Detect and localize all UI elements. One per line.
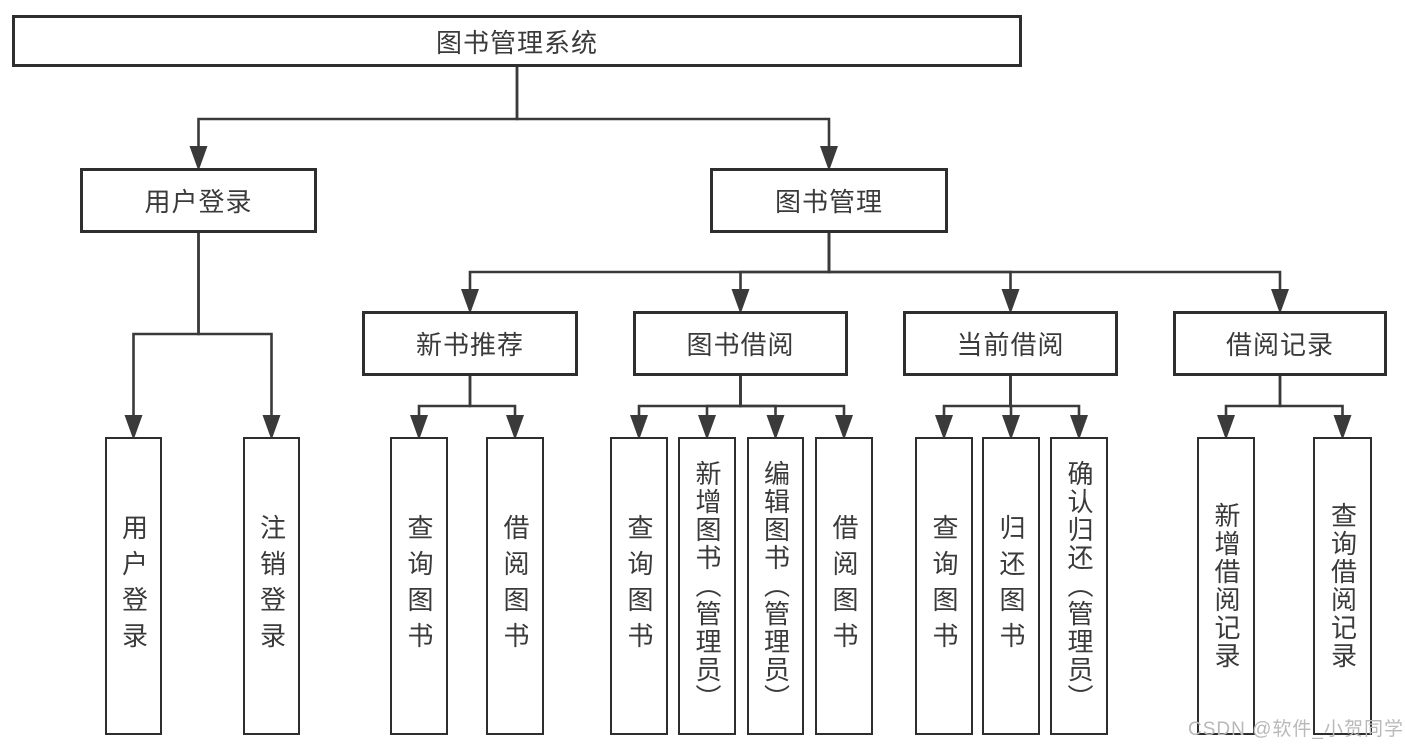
node-leaf-borrow-books-2: 借阅图书: [815, 437, 873, 735]
connector-arrowhead: [262, 415, 281, 440]
connector-arrowhead: [410, 415, 428, 440]
connector-arrowhead: [124, 415, 143, 440]
node-leaf-confirm-return: 确认归还（管理员）: [1050, 437, 1108, 735]
connector-arrowhead: [189, 146, 208, 171]
connector-line: [197, 233, 273, 418]
connector-line: [515, 67, 831, 149]
node-leaf-edit-books-admin: 编辑图书（管理员）: [747, 437, 804, 735]
node-leaf-query-books-1: 查询图书: [390, 437, 448, 735]
connector-line: [1224, 376, 1282, 418]
connector-arrowhead: [1271, 289, 1289, 314]
node-borrowing-records: 借阅记录: [1173, 311, 1387, 376]
node-leaf-return-books: 归还图书: [982, 437, 1040, 735]
connector-arrowhead: [461, 289, 479, 314]
connector-line: [197, 67, 519, 149]
connector-arrowhead: [1002, 415, 1020, 440]
node-book-management: 图书管理: [710, 168, 948, 233]
connector-arrowhead: [766, 415, 785, 440]
connector-line: [827, 233, 1012, 292]
connector-line: [468, 376, 517, 418]
node-user-login: 用户登录: [80, 168, 317, 233]
connector-line: [827, 233, 1282, 292]
connector-line: [705, 376, 742, 418]
node-leaf-add-books-admin: 新增图书（管理员）: [678, 437, 736, 735]
connector-line: [468, 233, 831, 292]
connector-line: [637, 376, 742, 418]
connector-arrowhead: [1217, 415, 1235, 440]
connector-arrowhead: [835, 415, 853, 440]
connector-arrowhead: [820, 146, 838, 171]
connector-arrowhead: [506, 415, 524, 440]
node-root: 图书管理系统: [12, 15, 1022, 67]
connector-arrowhead: [731, 289, 750, 314]
connector-line: [1278, 376, 1344, 418]
connector-arrowhead: [1070, 415, 1088, 440]
connector-line: [1009, 376, 1081, 418]
node-leaf-query-books-3: 查询图书: [915, 437, 973, 735]
connector-line: [132, 233, 200, 418]
node-new-book-recommend: 新书推荐: [362, 311, 578, 376]
node-current-borrowing: 当前借阅: [903, 311, 1118, 376]
connector-arrowhead: [630, 415, 648, 440]
node-leaf-user-login: 用户登录: [105, 437, 162, 735]
node-leaf-borrow-books-1: 借阅图书: [486, 437, 544, 735]
node-leaf-add-borrow-record: 新增借阅记录: [1197, 437, 1255, 735]
connector-line: [739, 376, 777, 418]
connector-arrowhead: [1333, 415, 1352, 440]
connector-arrowhead: [1001, 289, 1020, 314]
node-leaf-query-borrow-record: 查询借阅记录: [1313, 437, 1372, 735]
connector-arrowhead: [935, 415, 953, 440]
connector-line: [942, 376, 1012, 418]
node-leaf-query-books-2: 查询图书: [610, 437, 668, 735]
node-leaf-logout: 注销登录: [243, 437, 300, 735]
connector-line: [739, 376, 846, 418]
connector-line: [417, 376, 472, 418]
connector-line: [739, 233, 831, 292]
node-book-borrowing: 图书借阅: [633, 311, 848, 376]
connector-arrowhead: [698, 415, 716, 440]
